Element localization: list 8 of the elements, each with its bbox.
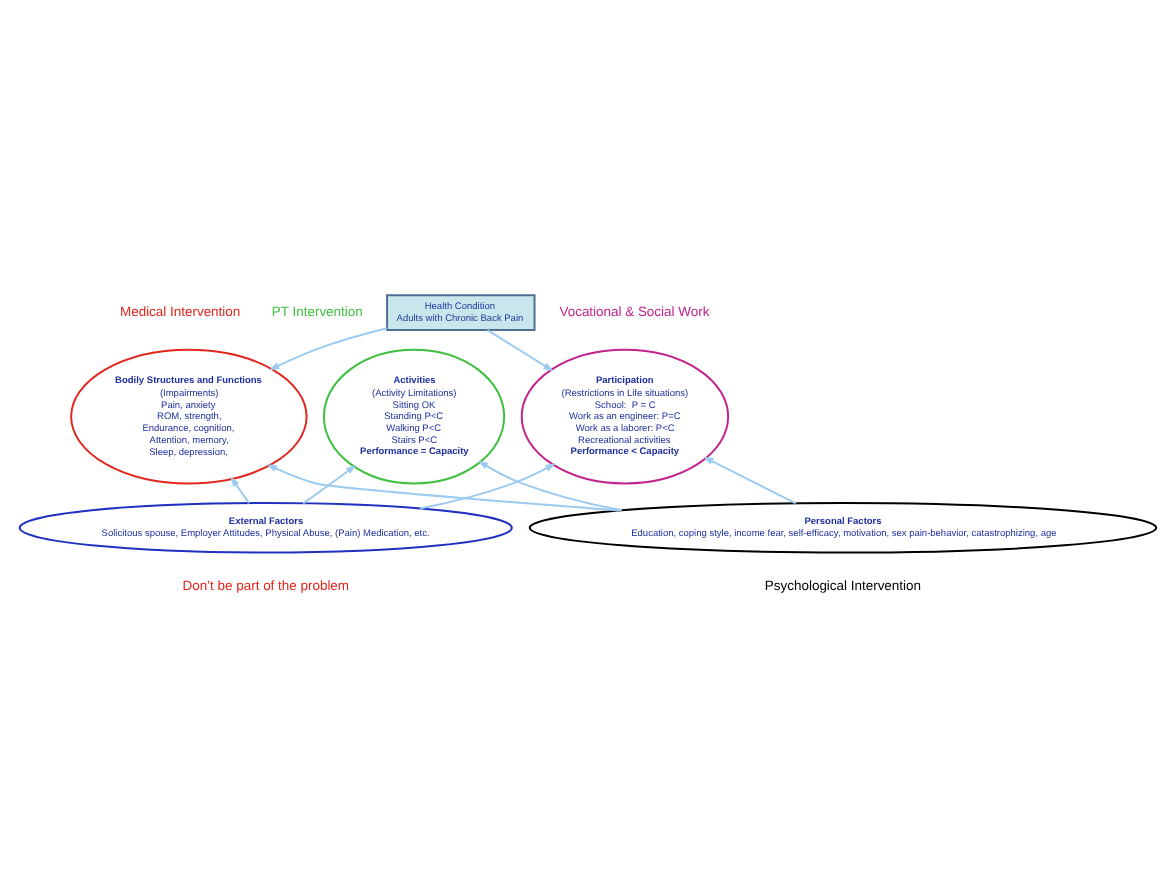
arrow [230, 475, 251, 504]
arrow [268, 326, 389, 370]
arrow [302, 463, 357, 504]
arrow [703, 455, 797, 504]
arrow [477, 459, 623, 511]
arrow [419, 462, 556, 509]
arrow [486, 328, 554, 371]
arrow [266, 463, 621, 511]
